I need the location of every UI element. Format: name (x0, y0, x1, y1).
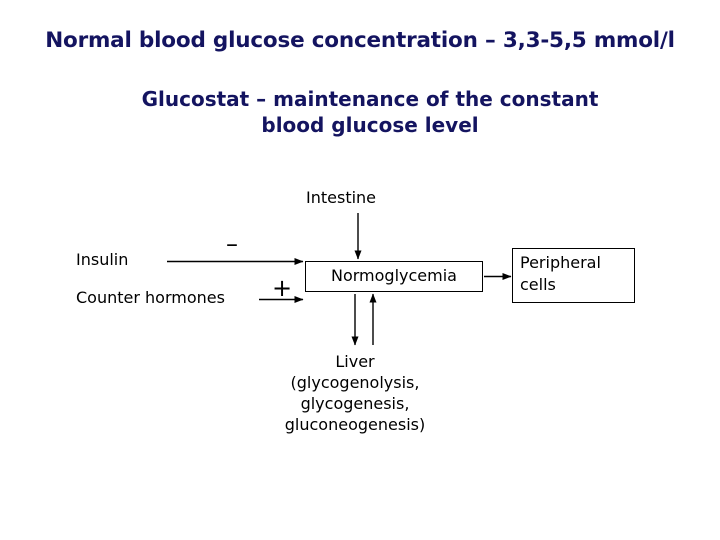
liver-line-4: gluconeogenesis) (284, 415, 426, 434)
page-title: Normal blood glucose concentration – 3,3… (45, 28, 675, 53)
minus-sign-icon: – (226, 230, 238, 258)
node-label-counter-hormones: Counter hormones (76, 288, 225, 307)
plus-sign-icon: + (272, 274, 293, 302)
node-box-peripheral-cells: Peripheral cells (512, 248, 635, 303)
peripheral-cells-line-2: cells (520, 275, 556, 294)
page-subtitle-line-2: blood glucose level (261, 113, 479, 137)
page-subtitle: Glucostat – maintenance of the constant … (110, 86, 630, 138)
liver-line-2: (glycogenolysis, (290, 373, 420, 392)
node-box-normoglycemia: Normoglycemia (305, 261, 483, 292)
page-subtitle-line-1: Glucostat – maintenance of the constant (141, 87, 599, 111)
node-label-liver: Liver (glycogenolysis, glycogenesis, glu… (255, 351, 455, 435)
liver-line-1: Liver (335, 352, 375, 371)
peripheral-cells-line-1: Peripheral (520, 253, 601, 272)
node-label-insulin: Insulin (76, 250, 129, 269)
liver-line-3: glycogenesis, (300, 394, 410, 413)
node-label-intestine: Intestine (306, 188, 377, 207)
